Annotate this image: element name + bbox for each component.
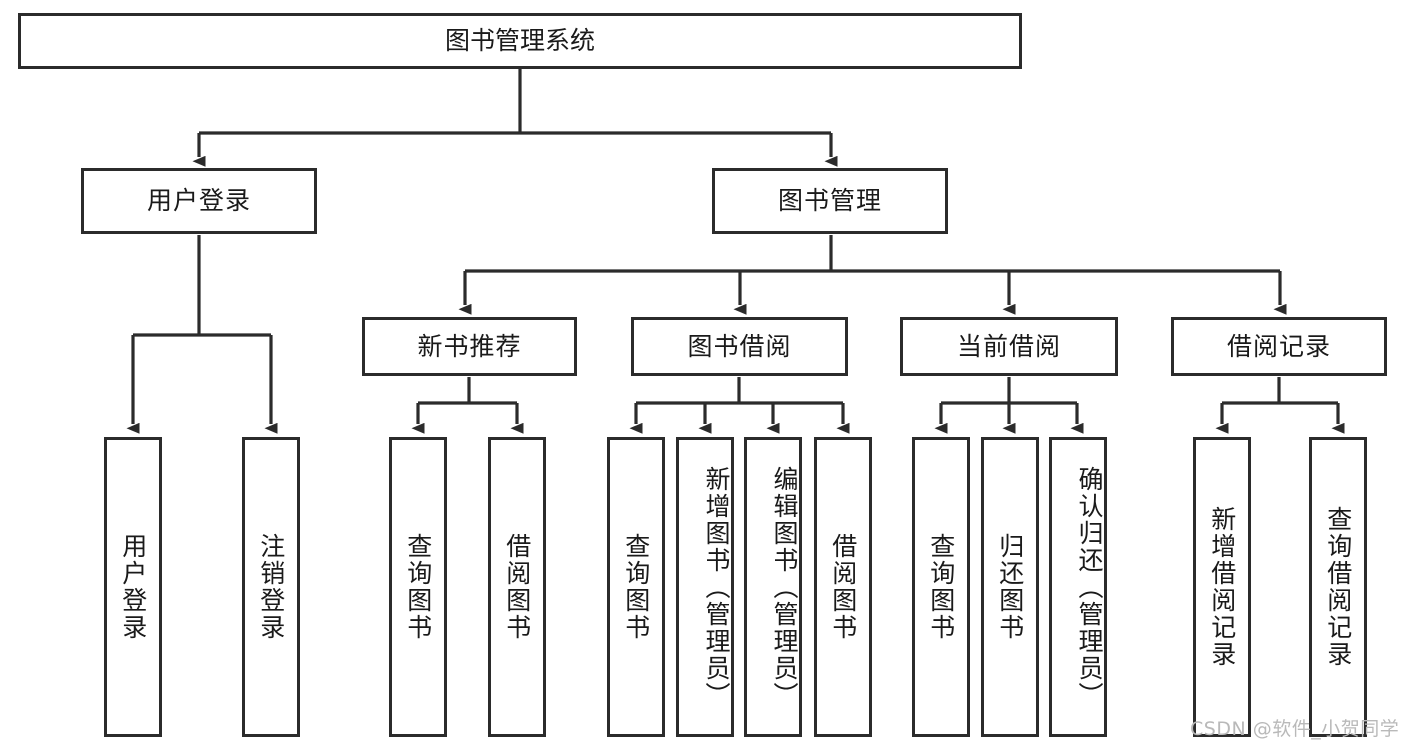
watermark: CSDN @软件_小贺同学 [1190, 718, 1400, 740]
node-label: 新书推荐 [417, 331, 522, 361]
node-label: 归还图书 [995, 533, 1025, 641]
node-label: 编辑图书（管理员） [770, 465, 799, 709]
node-book-borrow[interactable]: 图书借阅 [631, 317, 848, 376]
node-label: 用户登录 [146, 186, 251, 216]
leaf-borrow-add-book-admin[interactable]: 新增图书（管理员） [676, 437, 734, 737]
node-book-management[interactable]: 图书管理 [712, 168, 948, 234]
node-label: 图书借阅 [687, 331, 792, 361]
node-label: 查询图书 [621, 533, 651, 641]
node-label: 借阅图书 [828, 533, 858, 641]
node-new-book-recommend[interactable]: 新书推荐 [362, 317, 577, 376]
leaf-record-query-record[interactable]: 查询借阅记录 [1309, 437, 1367, 737]
leaf-current-query-book[interactable]: 查询图书 [912, 437, 970, 737]
leaf-current-return-book[interactable]: 归还图书 [981, 437, 1039, 737]
leaf-current-confirm-return-admin[interactable]: 确认归还（管理员） [1049, 437, 1107, 737]
node-label: 当前借阅 [956, 331, 1061, 361]
node-label: 新增借阅记录 [1207, 506, 1237, 668]
node-label: 借阅记录 [1226, 331, 1331, 361]
node-label: 查询图书 [926, 533, 956, 641]
leaf-user-login-login[interactable]: 用户登录 [104, 437, 162, 737]
node-label: 用户登录 [118, 533, 148, 641]
node-label: 查询借阅记录 [1323, 506, 1353, 668]
leaf-borrow-borrow-book[interactable]: 借阅图书 [814, 437, 872, 737]
leaf-recommend-query-book[interactable]: 查询图书 [389, 437, 447, 737]
leaf-record-add-record[interactable]: 新增借阅记录 [1193, 437, 1251, 737]
node-label: 确认归还（管理员） [1075, 465, 1104, 709]
node-user-login[interactable]: 用户登录 [81, 168, 317, 234]
node-label: 查询图书 [403, 533, 433, 641]
node-label: 图书管理 [777, 186, 882, 216]
node-borrow-record[interactable]: 借阅记录 [1171, 317, 1387, 376]
leaf-recommend-borrow-book[interactable]: 借阅图书 [488, 437, 546, 737]
leaf-borrow-query-book[interactable]: 查询图书 [607, 437, 665, 737]
node-label: 新增图书（管理员） [702, 465, 731, 709]
node-label: 图书管理系统 [444, 26, 595, 56]
leaf-borrow-edit-book-admin[interactable]: 编辑图书（管理员） [744, 437, 802, 737]
node-root-system[interactable]: 图书管理系统 [18, 13, 1022, 69]
node-label: 借阅图书 [502, 533, 532, 641]
leaf-user-login-logout[interactable]: 注销登录 [242, 437, 300, 737]
node-current-borrow[interactable]: 当前借阅 [900, 317, 1118, 376]
node-label: 注销登录 [256, 533, 286, 641]
